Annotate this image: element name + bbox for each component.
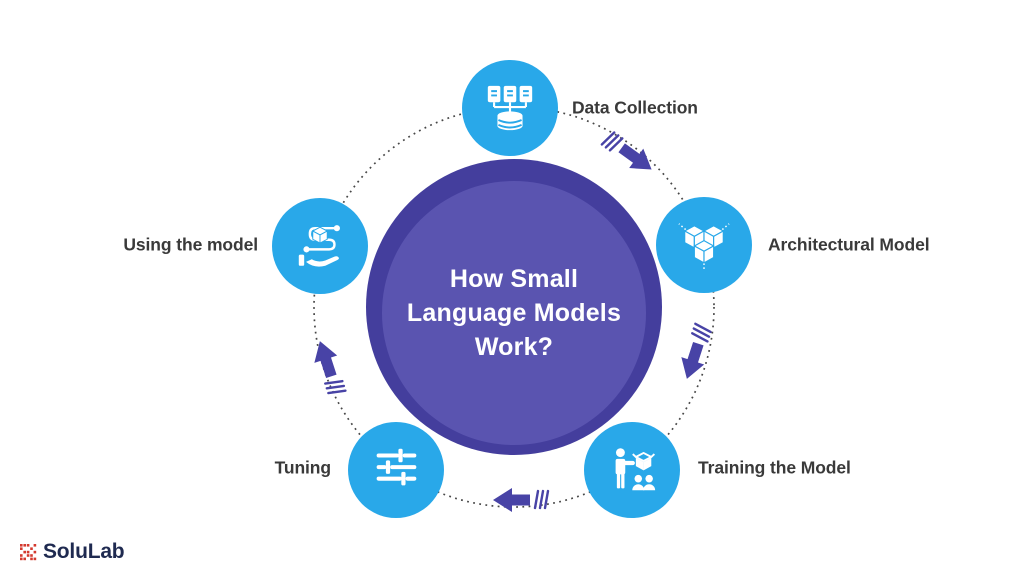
center-circle-inner: How Small Language Models Work?	[382, 181, 646, 445]
training-people-icon	[615, 448, 656, 491]
solulab-pixel-mark-icon	[20, 543, 37, 560]
brand-name: SoluLab	[43, 540, 125, 563]
label-architectural-model: Architectural Model	[768, 234, 930, 255]
node-training-the-model	[584, 422, 680, 518]
hand-holding-model-icon	[298, 225, 340, 267]
diagram-title-line2: Language Models	[406, 299, 622, 327]
label-using-the-model: Using the model	[123, 234, 258, 255]
label-training-the-model: Training the Model	[698, 457, 851, 478]
label-data-collection: Data Collection	[572, 97, 698, 118]
brand-logo: SoluLab	[20, 540, 125, 564]
diagram-title-line3: Work?	[474, 333, 554, 361]
data-collection-icon	[487, 85, 533, 131]
diagram-title-line1: How Small	[449, 265, 579, 293]
arrow-architecture-to-training	[674, 321, 717, 384]
architecture-cubes-icon	[678, 223, 730, 272]
arrow-training-to-tuning	[491, 486, 550, 514]
node-tuning	[348, 422, 444, 518]
node-architectural-model	[656, 197, 752, 293]
tuning-sliders-icon	[376, 448, 417, 486]
label-tuning: Tuning	[274, 457, 332, 478]
diagram-title: How Small Language Models Work?	[407, 262, 621, 364]
arrow-data-to-architecture	[598, 126, 660, 181]
arrow-tuning-to-using	[307, 336, 350, 399]
center-circle: How Small Language Models Work?	[366, 159, 662, 455]
node-data-collection	[462, 60, 558, 156]
node-using-the-model	[272, 198, 368, 294]
dotted-orbit-ring	[313, 106, 715, 508]
